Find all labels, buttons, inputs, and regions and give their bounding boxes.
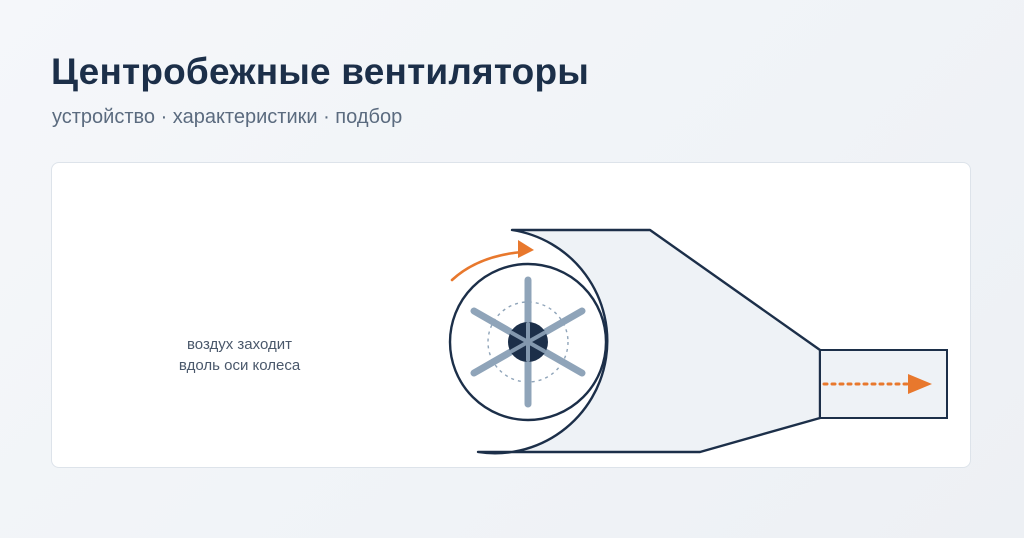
page-subtitle: устройство · характеристики · подбор (52, 106, 403, 128)
rotation-arrow-icon (450, 250, 524, 282)
outlet-arrowhead-icon (908, 374, 932, 394)
inlet-caption: воздух заходит вдоль оси колеса (162, 334, 317, 376)
page-title: Центробежные вентиляторы (51, 51, 590, 92)
inlet-caption-line-1: воздух заходит (186, 336, 292, 353)
rotation-arrowhead-icon (518, 240, 534, 258)
impeller-inlet-guide (487, 301, 569, 383)
hub-blade-overlay (510, 322, 546, 362)
inlet-caption-line-2: вдоль оси колеса (178, 357, 301, 374)
volute-housing (476, 228, 822, 455)
